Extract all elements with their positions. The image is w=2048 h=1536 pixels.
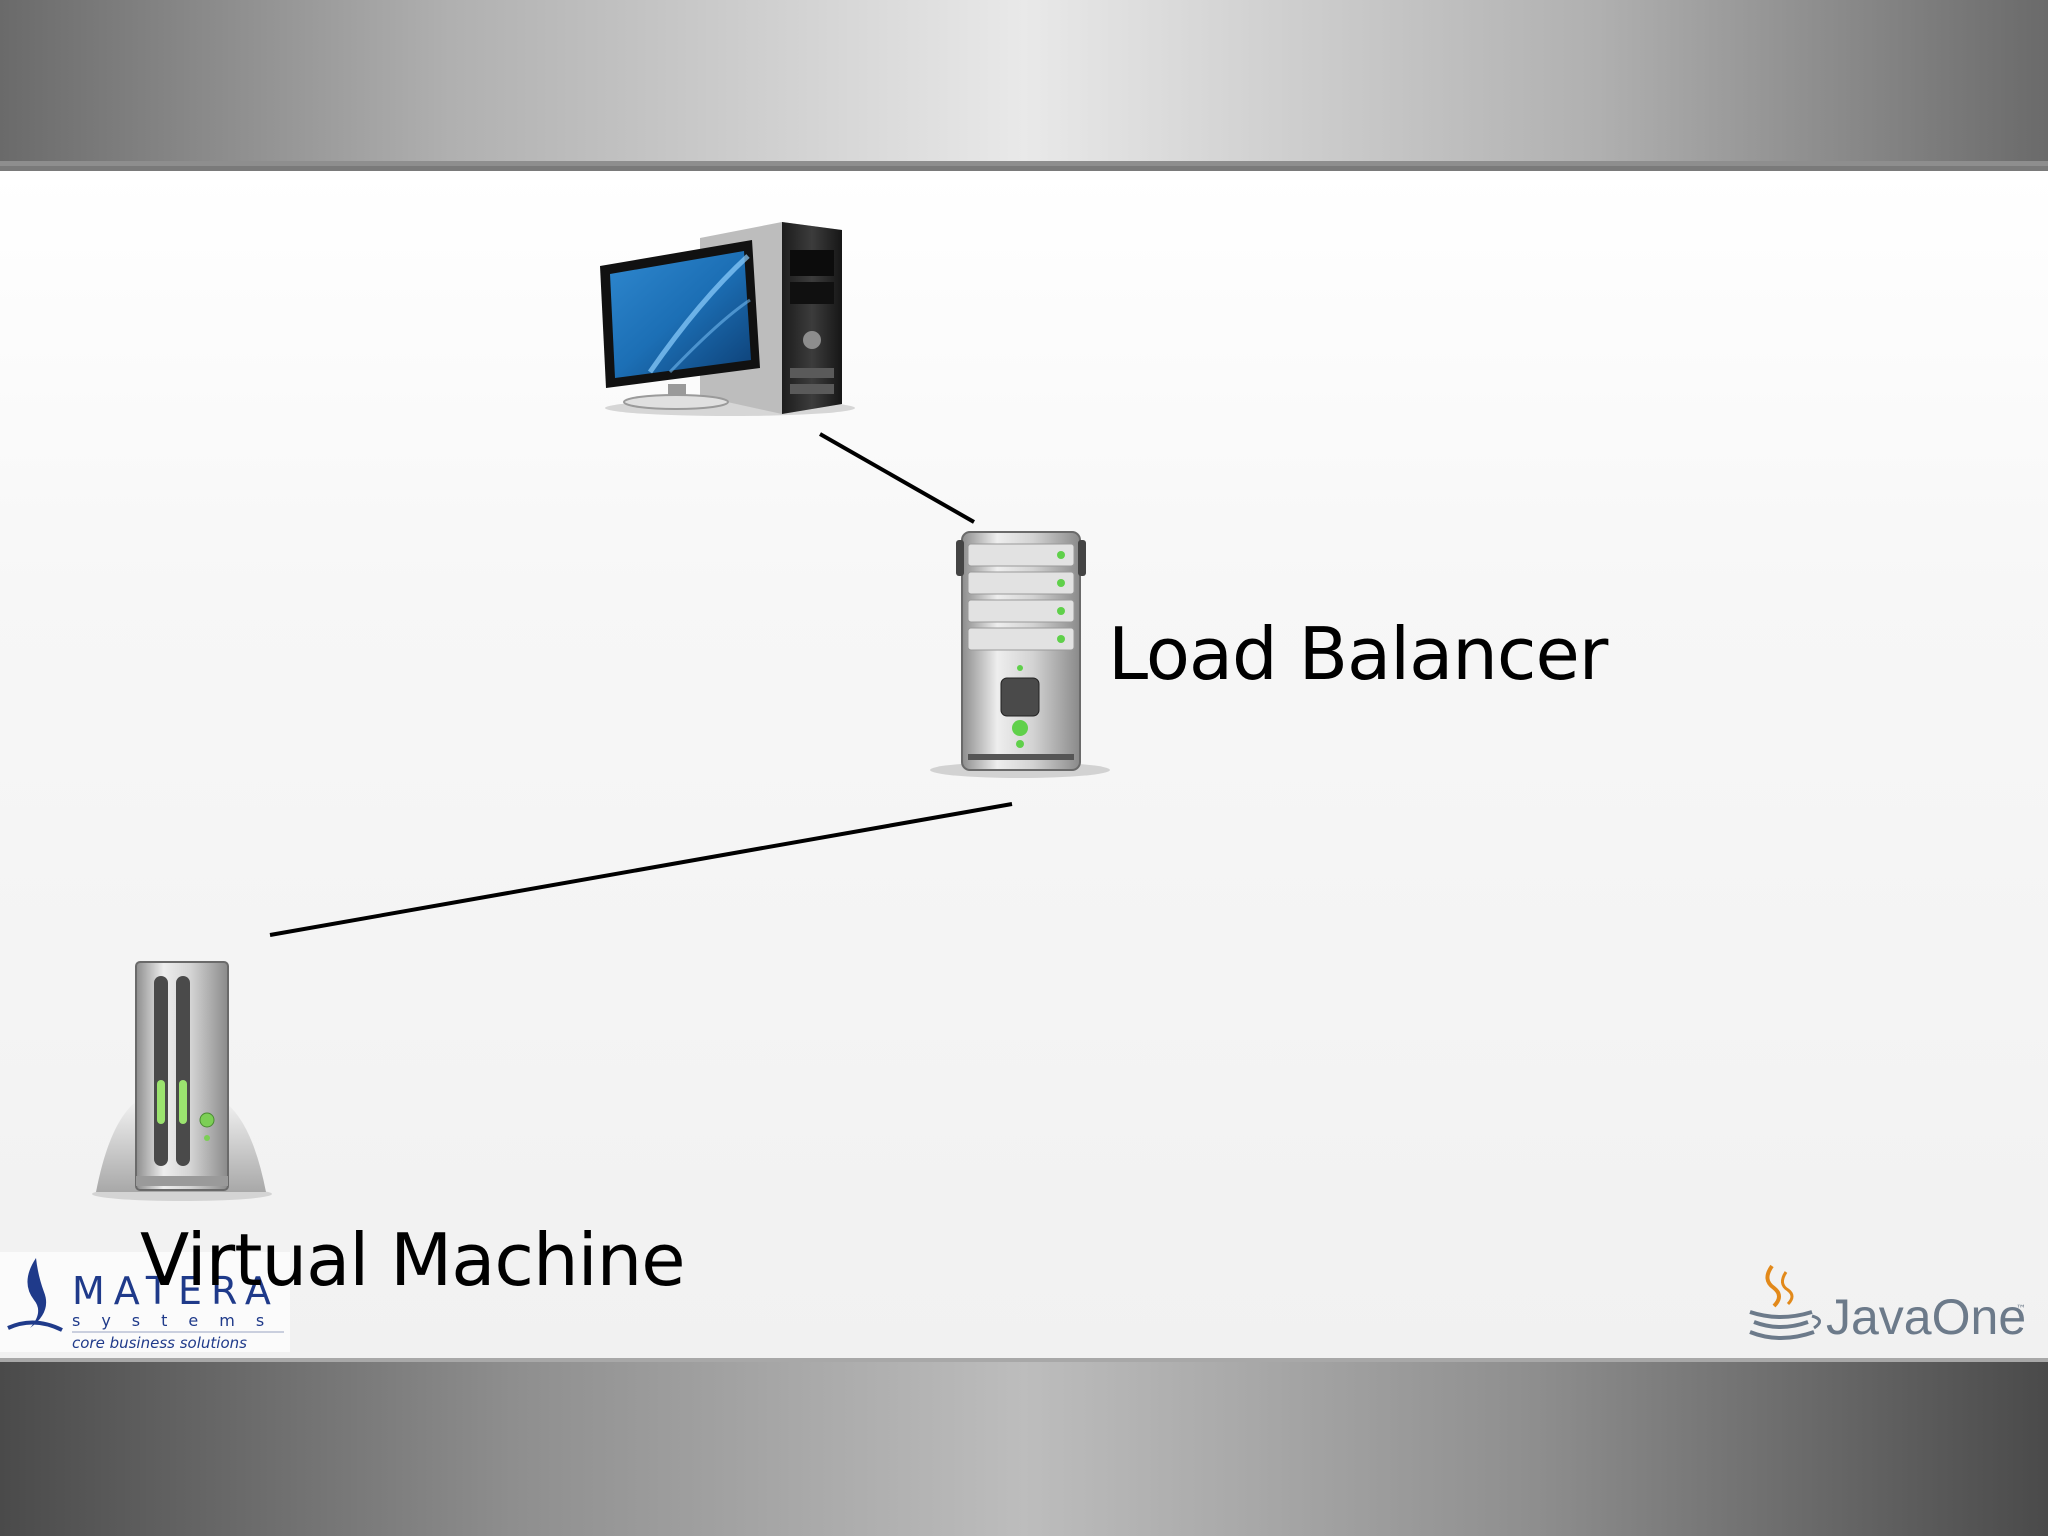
virtual-machine-label: Virtual Machine bbox=[140, 1218, 686, 1302]
load-balancer-label: Load Balancer bbox=[1108, 612, 1608, 696]
svg-text:JavaOne: JavaOne bbox=[1826, 1289, 2026, 1345]
bottom-banner bbox=[0, 1358, 2048, 1536]
desktop-computer-icon bbox=[600, 222, 855, 416]
tower-server-icon bbox=[92, 961, 272, 1201]
javaone-logo: JavaOne ™ bbox=[1740, 1258, 2030, 1348]
edge-client-to-load-balancer bbox=[819, 432, 975, 524]
edge-load-balancer-to-virtual-machine bbox=[269, 802, 1013, 937]
svg-text:systems: systems bbox=[72, 1311, 285, 1330]
svg-text:core business solutions: core business solutions bbox=[72, 1334, 247, 1352]
svg-text:™: ™ bbox=[2016, 1304, 2026, 1315]
svg-text:MATERA: MATERA bbox=[72, 1269, 280, 1313]
top-banner bbox=[0, 0, 2048, 166]
rack-server-icon bbox=[930, 531, 1110, 778]
matera-logo: MATERA systems core business solutions bbox=[0, 1252, 290, 1352]
